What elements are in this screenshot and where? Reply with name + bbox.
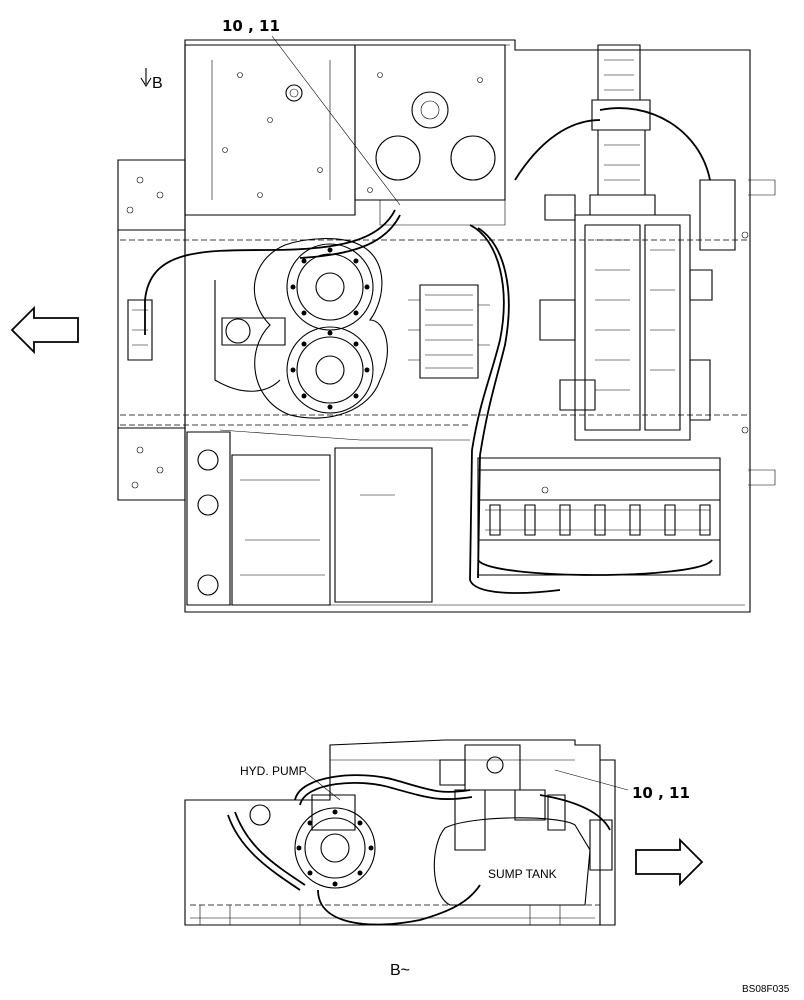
control-valve — [408, 284, 490, 379]
left-direction-arrow — [10, 305, 79, 355]
top-view: 10 , 11 B — [10, 17, 776, 613]
top-callout-leader — [271, 35, 401, 206]
bottom-callout-label: 10 , 11 — [632, 784, 690, 802]
hydraulic-pump-top — [253, 238, 388, 419]
bottom-callout-leader — [554, 769, 629, 791]
top-callout-label: 10 , 11 — [222, 17, 280, 35]
sump-tank-label: SUMP TANK — [488, 867, 557, 881]
sump-tank — [433, 817, 591, 906]
figure-code: BS08F035 — [742, 984, 790, 995]
engine-block — [539, 194, 713, 441]
hydraulic-pump-bottom — [294, 794, 376, 889]
oil-cooler — [477, 457, 721, 576]
bottom-view: HYD. PUMP 10 , 11 SUMP TANK — [184, 739, 704, 979]
engine-pump-stack — [589, 44, 656, 216]
right-direction-arrow — [635, 837, 704, 887]
hyd-pump-label: HYD. PUMP — [240, 764, 307, 778]
view-b-label: B~ — [390, 962, 410, 979]
view-b-marker: B — [140, 68, 163, 92]
svg-text:B: B — [152, 75, 163, 92]
